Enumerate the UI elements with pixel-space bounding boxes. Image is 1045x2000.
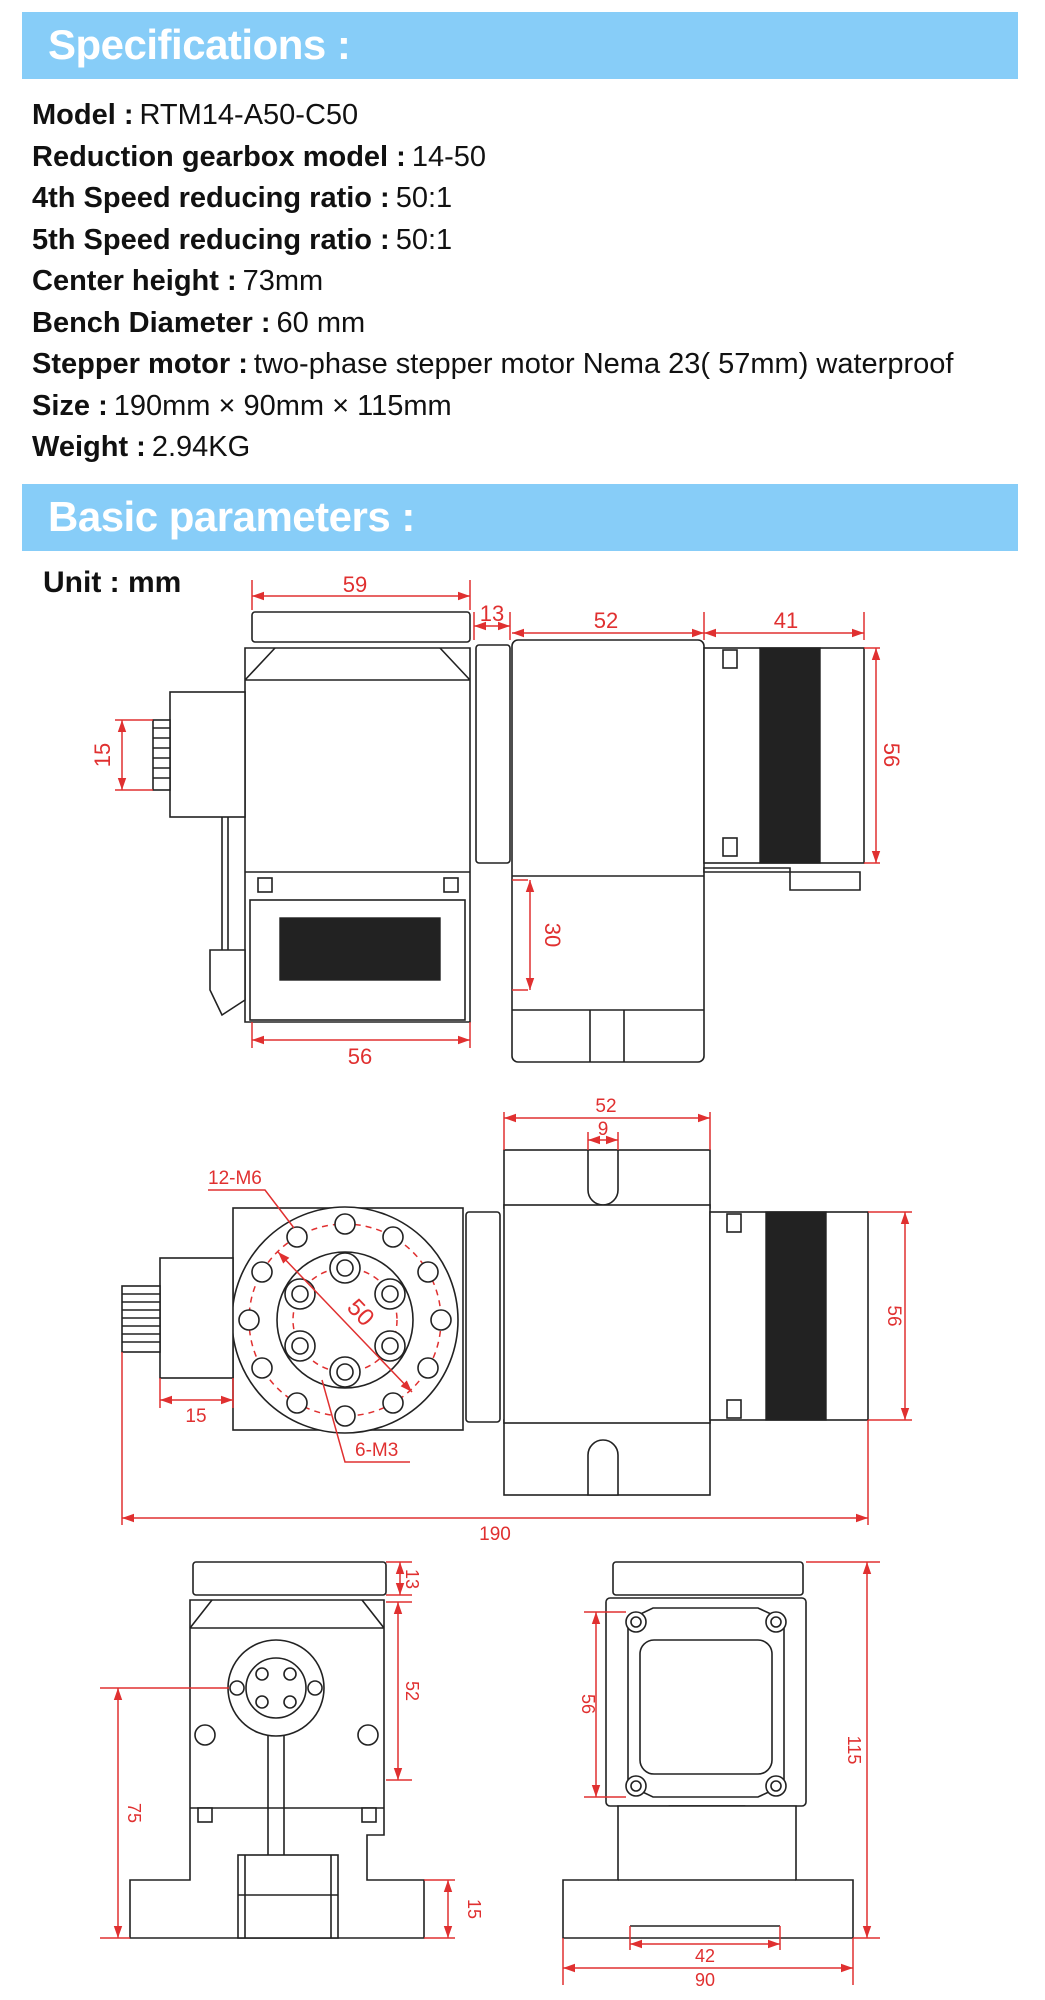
spec-label: 5th Speed reducing ratio : [32, 223, 390, 256]
dim-13-side-label: 13 [402, 1569, 422, 1589]
dim-90-label: 90 [695, 1970, 715, 1990]
dim-41-label: 41 [774, 608, 798, 633]
dim-15-front-label: 15 [185, 1406, 206, 1427]
spec-label: Bench Diameter : [32, 306, 271, 339]
dim-52-side-label: 52 [402, 1681, 422, 1701]
spec-value: RTM14-A50-C50 [139, 99, 359, 131]
dim-115-label: 115 [844, 1736, 864, 1765]
dim-42-label: 42 [695, 1946, 715, 1966]
spec-row-stepper-motor: Stepper motor :two-phase stepper motor N… [32, 344, 1032, 386]
dim-50-diameter [277, 1251, 413, 1393]
spec-row-5th-ratio: 5th Speed reducing ratio :50:1 [32, 220, 1032, 262]
spec-value: 50:1 [395, 223, 453, 256]
reducer-front [503, 1204, 711, 1424]
outer-bolt-holes [238, 1213, 452, 1427]
spec-value: two-phase stepper motor Nema 23( 57mm) w… [253, 348, 954, 380]
specifications-banner: Specifications : [22, 12, 1018, 79]
hole-label-6-m3: 6-M3 [355, 1440, 398, 1461]
dim-56-front-label: 56 [883, 1305, 904, 1326]
spec-row-weight: Weight :2.94KG [32, 427, 1032, 469]
spec-value: 50:1 [395, 182, 453, 214]
dim-52-front-label: 52 [595, 1096, 616, 1117]
connector-housing [169, 691, 246, 818]
dim-52-label: 52 [594, 608, 618, 633]
basic-parameters-banner: Basic parameters : [22, 484, 1018, 551]
dim-56-bottom-label: 56 [348, 1044, 372, 1069]
reducer-body [511, 639, 705, 1063]
side-view: 13 52 15 75 [100, 1561, 484, 1939]
spec-row-gearbox: Reduction gearbox model :14-50 [32, 137, 1032, 179]
front-view: 52 9 56 50 15 190 12-M6 6-M3 [121, 1096, 912, 1545]
top-view: 59 13 52 41 56 15 30 56 [90, 572, 904, 1069]
spec-value: 73mm [242, 265, 324, 297]
top-flange [251, 611, 471, 643]
spec-value: 14-50 [411, 140, 486, 173]
spec-value: 190mm × 90mm × 115mm [113, 389, 452, 422]
unit-label: Unit : mm [43, 566, 182, 599]
spec-row-size: Size :190mm × 90mm × 115mm [32, 386, 1032, 428]
spec-row-model: Model :RTM14-A50-C50 [32, 95, 1032, 137]
specifications-title: Specifications : [48, 21, 351, 68]
spec-label: 4th Speed reducing ratio : [32, 182, 390, 214]
spec-row-bench-diameter: Bench Diameter :60 mm [32, 303, 1032, 345]
dim-56-end-label: 56 [578, 1694, 598, 1714]
basic-parameters-title: Basic parameters : [48, 493, 415, 540]
spec-value: 2.94KG [151, 431, 251, 463]
spec-row-center-height: Center height :73mm [32, 261, 1032, 303]
motor-band [279, 917, 441, 981]
dim-75-label: 75 [124, 1803, 144, 1823]
spec-label: Model : [32, 99, 134, 131]
end-view: 56 115 42 90 [562, 1561, 880, 1990]
dim-56-right-label: 56 [879, 743, 904, 767]
dim-15-label: 15 [90, 743, 115, 767]
spec-label: Stepper motor : [32, 348, 248, 380]
spec-label: Center height : [32, 265, 237, 297]
hole-label-12-m6: 12-M6 [208, 1168, 262, 1189]
technical-drawing: 59 13 52 41 56 15 30 56 [90, 572, 912, 1990]
spec-value: 60 mm [276, 306, 366, 339]
connector-plug [152, 719, 171, 791]
dim-30-label: 30 [540, 923, 565, 947]
dim-59-label: 59 [343, 572, 367, 597]
spec-label: Reduction gearbox model : [32, 140, 406, 173]
dim-13-label: 13 [480, 601, 504, 626]
dim-15-side-label: 15 [464, 1899, 484, 1919]
dim-9-label: 9 [598, 1119, 609, 1140]
spec-label: Weight : [32, 431, 146, 463]
spec-label: Size : [32, 389, 108, 422]
coupling-plate [475, 644, 511, 864]
dim-190-label: 190 [479, 1524, 511, 1545]
specifications-list: Model :RTM14-A50-C50 Reduction gearbox m… [32, 95, 1032, 469]
spec-row-4th-ratio: 4th Speed reducing ratio :50:1 [32, 178, 1032, 220]
stepper-band [759, 647, 821, 864]
